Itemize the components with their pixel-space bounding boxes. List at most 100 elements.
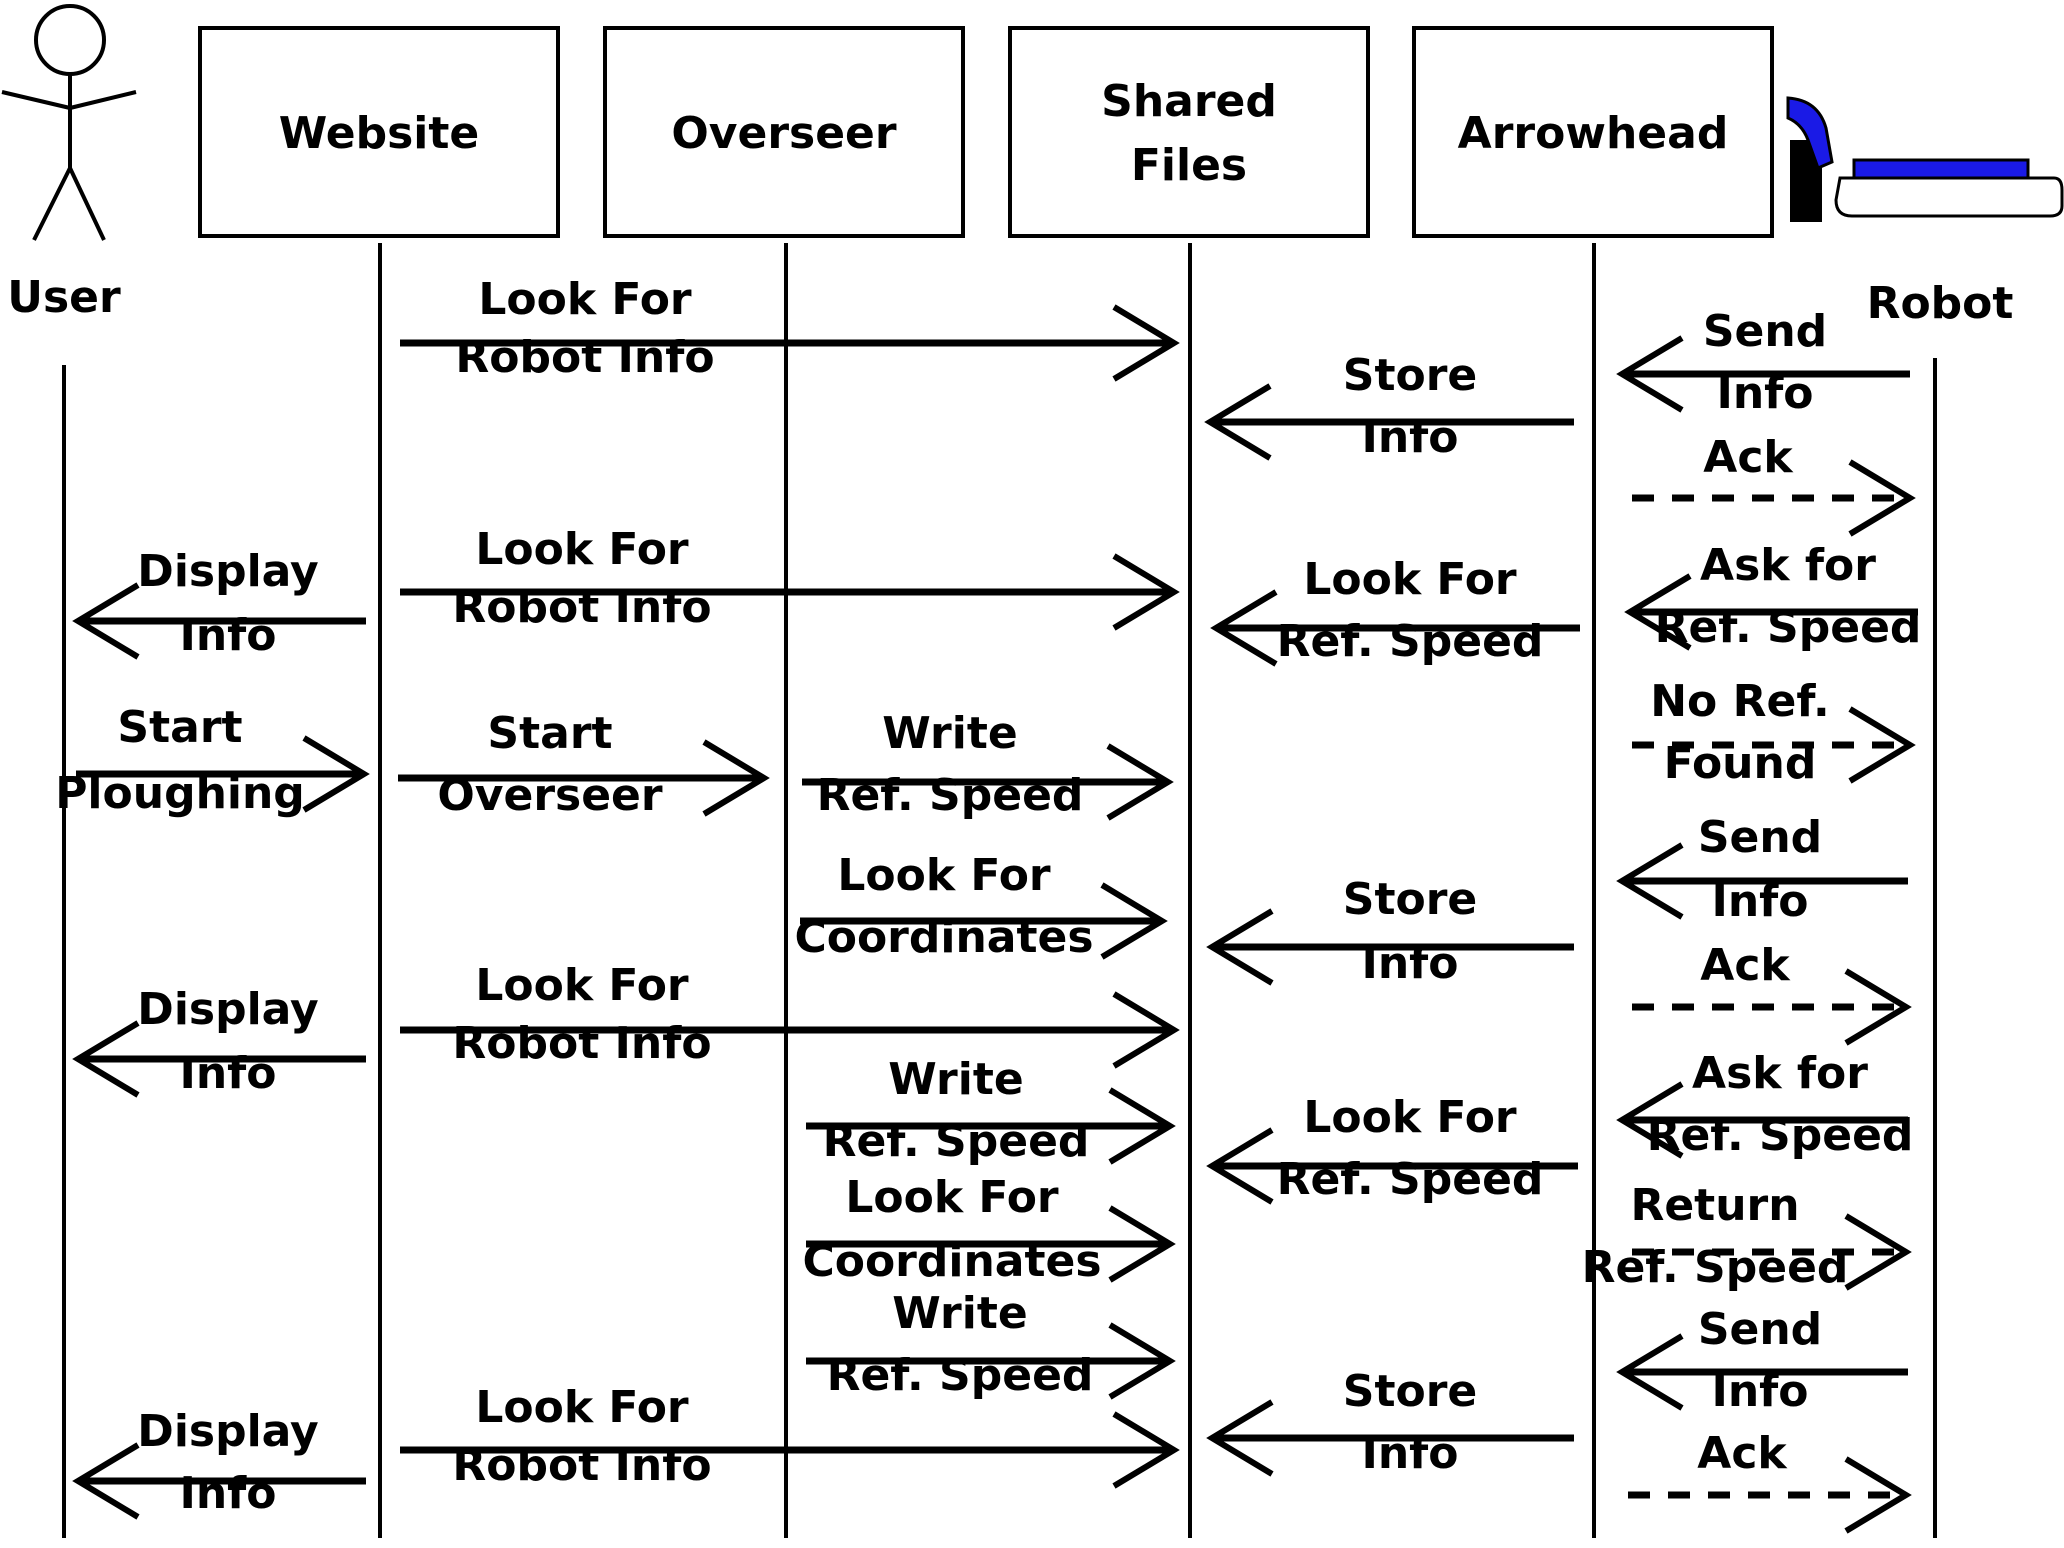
arrow-right-icon	[1112, 553, 1180, 631]
message-label: Info	[179, 610, 276, 661]
arrow-left-icon	[1206, 1127, 1274, 1205]
message-arrowhead-to-robot: Ack	[1628, 1428, 1912, 1534]
message-label: Display	[137, 546, 318, 597]
message-label: Overseer	[437, 770, 663, 821]
message-arrowhead-to-robot: Ack	[1632, 432, 1916, 537]
message-label: Start	[487, 708, 612, 759]
arrow-right-icon	[1108, 1322, 1176, 1400]
message-label: Store	[1343, 350, 1478, 401]
message-label: Ref. Speed	[1582, 1242, 1849, 1293]
message-label: Ref. Speed	[823, 1116, 1090, 1167]
arrow-right-icon	[1844, 1213, 1912, 1291]
message-label: Ref. Speed	[1655, 602, 1922, 653]
arrow-left-icon	[1616, 1333, 1684, 1411]
participant-box-arrowhead	[1412, 26, 1774, 238]
message-arrowhead-to-robot: Ack	[1632, 940, 1912, 1046]
participant-label: User	[7, 272, 121, 323]
participant-label: Arrowhead	[1458, 108, 1729, 159]
arrow-left-icon	[1210, 589, 1278, 667]
message-label: Return	[1630, 1180, 1799, 1231]
message-label: Look For	[475, 1382, 689, 1433]
participant-box-website	[198, 26, 560, 238]
message-label: Info	[1361, 1428, 1458, 1479]
arrow-right-icon	[1844, 1456, 1912, 1534]
message-label: Look For	[837, 850, 1051, 901]
message-label: Info	[1711, 1366, 1808, 1417]
stick-figure-icon	[1, 4, 137, 241]
message-label: Ack	[1700, 940, 1791, 991]
participant-arrowhead: Arrowhead	[1412, 26, 1774, 238]
message-label: Info	[1711, 876, 1808, 927]
arrow-right-icon	[1848, 706, 1916, 784]
message-label: Write	[892, 1288, 1027, 1339]
arrow-right-icon	[1108, 1087, 1176, 1165]
arrow-left-icon	[1616, 842, 1684, 920]
arrow-left-icon	[72, 582, 140, 660]
message-label: Look For	[478, 274, 692, 325]
participant-label: Shared	[1101, 76, 1277, 127]
participant-label: Website	[279, 108, 479, 159]
message-label: Look For	[1303, 1092, 1517, 1143]
arrow-right-icon	[1112, 304, 1180, 382]
message-label: Start	[117, 702, 242, 753]
robot-mower-icon	[1786, 96, 2064, 222]
message-label: Send	[1703, 306, 1827, 357]
arrow-right-icon	[1112, 991, 1180, 1069]
message-label: Info	[179, 1468, 276, 1519]
arrow-right-icon	[1848, 459, 1916, 537]
arrow-left-icon	[72, 1020, 140, 1098]
arrow-left-icon	[1206, 1399, 1274, 1477]
message-label: Look For	[1303, 554, 1517, 605]
message-label: Write	[882, 708, 1017, 759]
arrow-left-icon	[1206, 908, 1274, 986]
message-label: Ack	[1697, 1428, 1788, 1479]
message-label: Store	[1343, 874, 1478, 925]
arrow-right-icon	[702, 739, 770, 817]
message-label: Ref. Speed	[827, 1350, 1094, 1401]
message-label: Display	[137, 984, 318, 1035]
message-label: Info	[1361, 412, 1458, 463]
message-label: Robot Info	[452, 1440, 711, 1491]
message-label: Ref. Speed	[1277, 616, 1544, 667]
message-label: Ref. Speed	[1647, 1110, 1914, 1161]
message-label: Display	[137, 1406, 318, 1457]
message-label: Ack	[1703, 432, 1794, 483]
arrow-right-icon	[302, 735, 370, 813]
participant-robot: Robot	[1786, 96, 2064, 329]
message-label: Ask for	[1700, 540, 1876, 591]
arrow-right-icon	[1112, 1411, 1180, 1489]
message-label: Ref. Speed	[1277, 1154, 1544, 1205]
message-label: Found	[1664, 738, 1817, 789]
message-label: Look For	[845, 1172, 1059, 1223]
message-label: No Ref.	[1650, 676, 1830, 727]
message-label: Look For	[475, 524, 689, 575]
message-label: Send	[1698, 812, 1822, 863]
message-label: Robot Info	[455, 332, 714, 383]
participant-label: Files	[1131, 140, 1247, 191]
participant-label: Robot	[1867, 278, 2014, 329]
message-label: Info	[179, 1048, 276, 1099]
message-label: Info	[1716, 368, 1813, 419]
participant-website: Website	[198, 26, 560, 238]
message-label: Ploughing	[55, 768, 305, 819]
message-label: Ref. Speed	[817, 770, 1084, 821]
